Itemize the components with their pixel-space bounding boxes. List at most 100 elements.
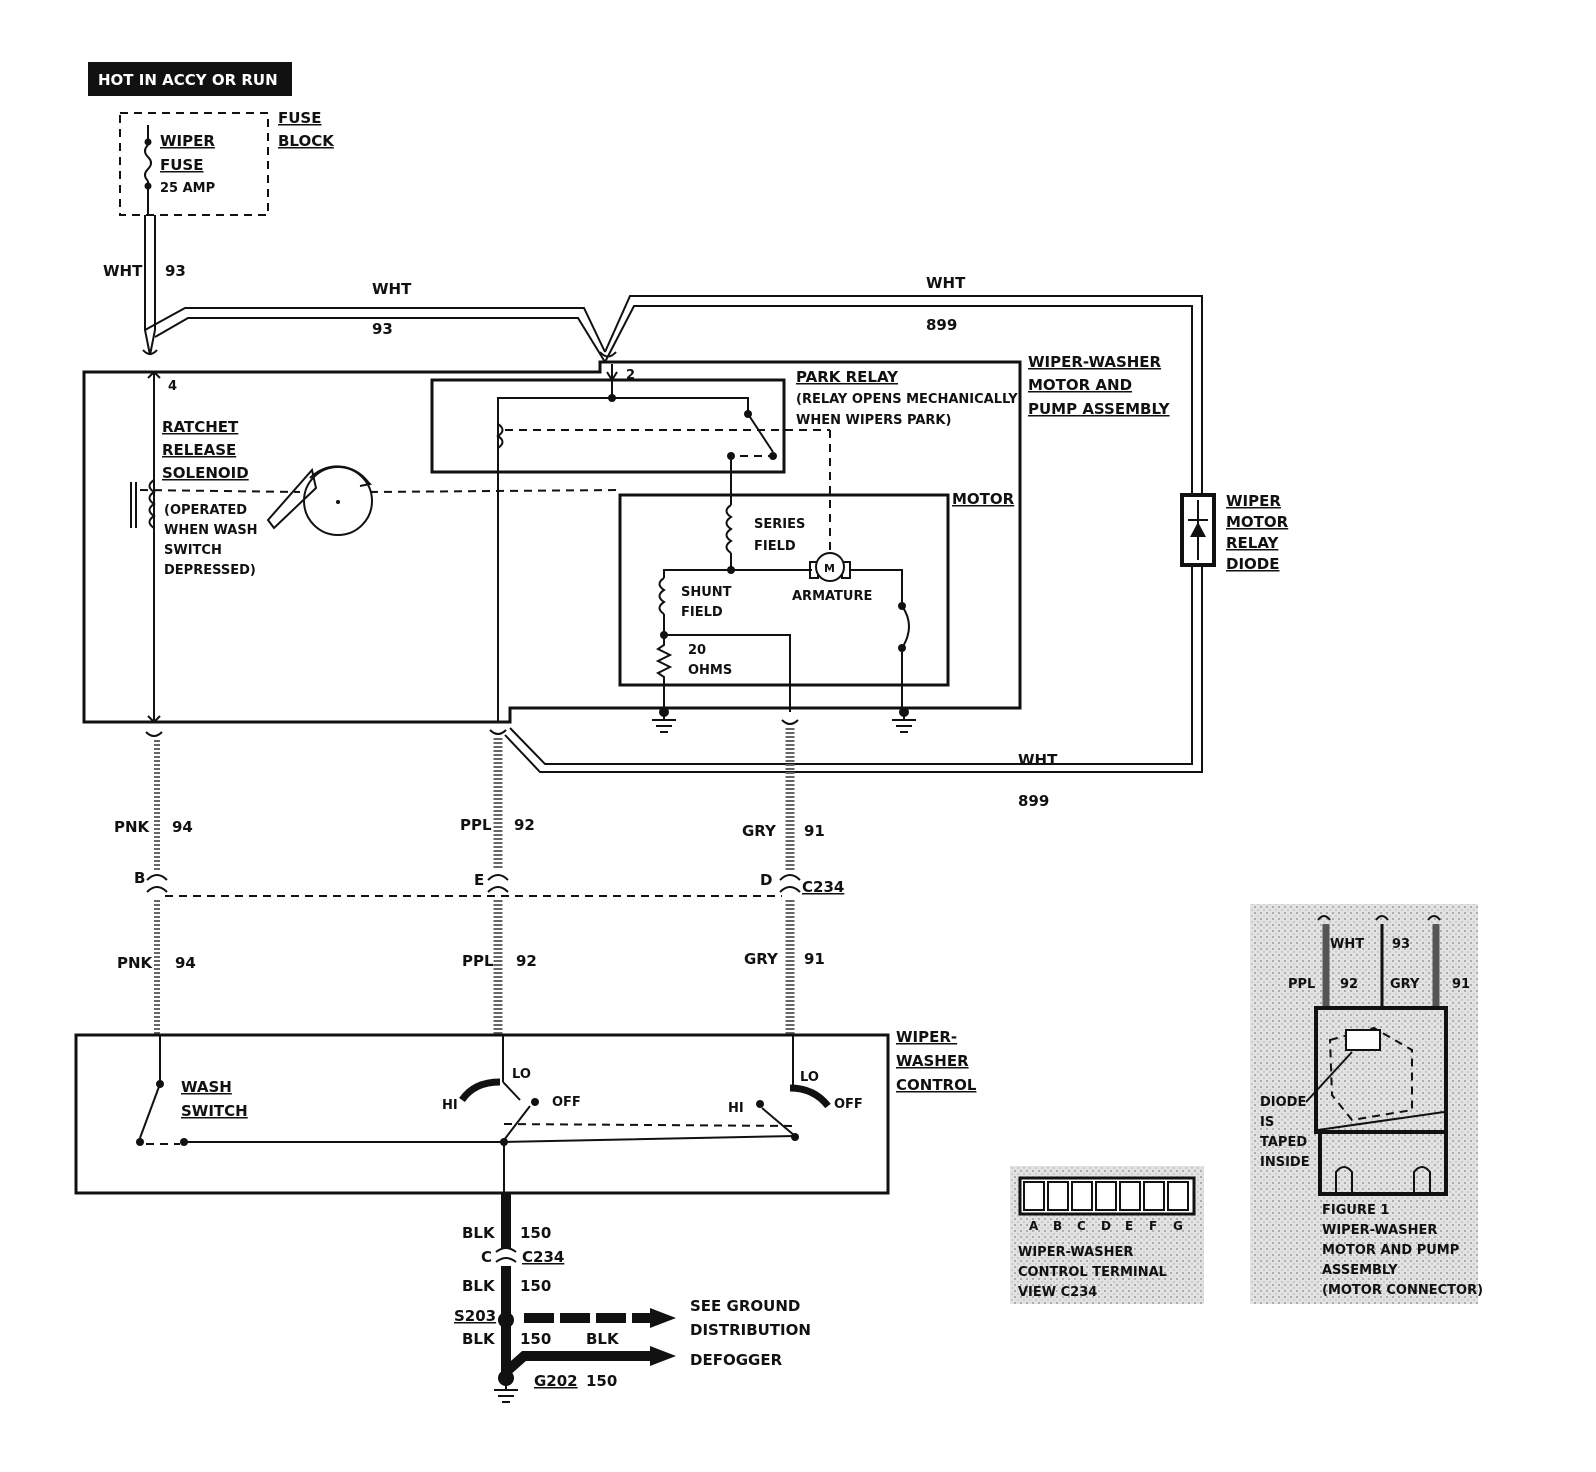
wire-circuit-91-2: 91 bbox=[804, 950, 825, 968]
series-field-1: SERIES bbox=[754, 517, 805, 532]
wire-pnk-94: PNK 94 PNK 94 bbox=[114, 731, 196, 1035]
series-field-coil-icon bbox=[725, 504, 733, 554]
wiper-motor-relay-diode: WIPER MOTOR RELAY DIODE bbox=[1180, 492, 1289, 573]
motor-title: MOTOR bbox=[952, 490, 1015, 508]
connector-pin-4-icon bbox=[142, 349, 158, 355]
wire-circuit-150-2: 150 bbox=[520, 1277, 551, 1295]
pin-2-label: 2 bbox=[626, 368, 635, 383]
wire-color-pnk-1: PNK bbox=[114, 818, 151, 836]
wiper-washer-control: WIPER- WASHER CONTROL WASH SWITCH LO HI … bbox=[74, 1028, 977, 1195]
ratchet-note-4: DEPRESSED) bbox=[164, 563, 256, 578]
diode-label-4: DIODE bbox=[1226, 555, 1279, 573]
wire-color-blk-4: BLK bbox=[586, 1330, 620, 1348]
ratchet-title-1: RATCHET bbox=[162, 418, 239, 436]
defogger-label: DEFOGGER bbox=[690, 1351, 783, 1369]
wiper-left-lo: LO bbox=[512, 1067, 531, 1082]
fig-92: 92 bbox=[1340, 977, 1358, 992]
fuse-block-title-2: BLOCK bbox=[278, 132, 335, 150]
terminal-cell bbox=[1119, 1181, 1141, 1211]
wire-circuit-899-1: 899 bbox=[926, 316, 957, 334]
fig-ppl: PPL bbox=[1288, 977, 1315, 992]
armature-symbol: M bbox=[824, 562, 835, 575]
wiper-left-hi: HI bbox=[442, 1098, 458, 1113]
ratchet-release-solenoid: RATCHET RELEASE SOLENOID (OPERATED WHEN … bbox=[130, 370, 621, 724]
relay-contact-icon bbox=[747, 413, 774, 453]
fig-gry: GRY bbox=[1390, 977, 1420, 992]
fig-93: 93 bbox=[1392, 937, 1410, 952]
shunt-field-1: SHUNT bbox=[681, 585, 732, 600]
fig-caption-5: (MOTOR CONNECTOR) bbox=[1322, 1283, 1483, 1298]
ratchet-note-2: WHEN WASH bbox=[164, 523, 258, 538]
fig-diode-1: DIODE bbox=[1260, 1095, 1306, 1110]
wire-color-blk-1: BLK bbox=[462, 1224, 496, 1242]
resistor-icon bbox=[655, 635, 673, 712]
terminal-cells bbox=[1023, 1181, 1189, 1211]
wire-color-blk-3: BLK bbox=[462, 1330, 496, 1348]
power-label: HOT IN ACCY OR RUN bbox=[88, 62, 292, 96]
connector-name-2: C234 bbox=[522, 1248, 564, 1266]
connector-name: C234 bbox=[802, 878, 844, 896]
shunt-field-coil-icon bbox=[658, 577, 666, 615]
terminal-cell bbox=[1023, 1181, 1045, 1211]
wiper-switch-right: LO HI OFF bbox=[728, 1035, 863, 1137]
connector-pin-d: D bbox=[760, 871, 772, 889]
wire-circuit-150-3: 150 bbox=[520, 1330, 551, 1348]
solenoid-coil-icon bbox=[148, 479, 156, 529]
wash-switch-contact-icon bbox=[139, 1083, 161, 1139]
diode-label-1: WIPER bbox=[1226, 492, 1281, 510]
fuse-block-title-1: FUSE bbox=[278, 109, 321, 127]
wire-circuit-94-1: 94 bbox=[172, 818, 193, 836]
wash-switch-label-1: WASH bbox=[181, 1078, 232, 1096]
fig-91: 91 bbox=[1452, 977, 1470, 992]
wire-wht-93: WHT 93 WHT 93 bbox=[103, 215, 606, 363]
terminal-pin-label: B bbox=[1053, 1219, 1062, 1233]
control-title-3: CONTROL bbox=[896, 1076, 977, 1094]
wire-circuit-92-2: 92 bbox=[516, 952, 537, 970]
wiper-right-lo: LO bbox=[800, 1070, 819, 1085]
terminal-pin-label: G bbox=[1173, 1219, 1183, 1233]
terminal-cell bbox=[1071, 1181, 1093, 1211]
connector-pin-e: E bbox=[474, 871, 484, 889]
series-field-2: FIELD bbox=[754, 539, 796, 554]
wire-circuit-899-2: 899 bbox=[1018, 792, 1049, 810]
armature-label: ARMATURE bbox=[792, 589, 872, 604]
ground-icon bbox=[494, 1384, 518, 1403]
terminal-cell bbox=[1095, 1181, 1117, 1211]
assembly-title-3: PUMP ASSEMBLY bbox=[1028, 400, 1171, 418]
resistor-value-1: 20 bbox=[688, 643, 706, 658]
park-relay-title: PARK RELAY bbox=[796, 368, 899, 386]
wire-circuit-93-2: 93 bbox=[372, 320, 393, 338]
ground-g202: G202 bbox=[534, 1372, 578, 1390]
terminal-caption-2: CONTROL TERMINAL bbox=[1018, 1265, 1167, 1280]
wire-wht-899-top: WHT 899 bbox=[604, 274, 1203, 495]
wire-color-wht-3: WHT bbox=[926, 274, 966, 292]
connector-pin-2-icon bbox=[599, 351, 617, 358]
splice-s203: S203 bbox=[454, 1307, 496, 1325]
see-ground-1: SEE GROUND bbox=[690, 1297, 800, 1315]
resistor-value-2: OHMS bbox=[688, 663, 732, 678]
wire-circuit-150-1: 150 bbox=[520, 1224, 551, 1242]
shunt-field-2: FIELD bbox=[681, 605, 723, 620]
wire-color-gry-2: GRY bbox=[744, 950, 779, 968]
motor-pump-assembly: WIPER-WASHER MOTOR AND PUMP ASSEMBLY 4 2 bbox=[82, 349, 1171, 724]
terminal-cell bbox=[1047, 1181, 1069, 1211]
circuit-breaker-icon bbox=[901, 605, 910, 649]
wash-switch-label-2: SWITCH bbox=[181, 1102, 248, 1120]
fig-diode-3: TAPED bbox=[1260, 1135, 1307, 1150]
wiper-switch-left: LO HI OFF bbox=[442, 1035, 581, 1141]
fig-caption-2: WIPER-WASHER bbox=[1322, 1223, 1437, 1238]
control-title-1: WIPER- bbox=[896, 1028, 957, 1046]
wiper-left-off: OFF bbox=[552, 1095, 581, 1110]
wire-circuit-150-4: 150 bbox=[586, 1372, 617, 1390]
park-relay-note-2: WHEN WIPERS PARK) bbox=[796, 413, 951, 428]
connector-pin-b-icon bbox=[146, 874, 168, 893]
fig-caption-3: MOTOR AND PUMP bbox=[1322, 1243, 1459, 1258]
arrow-left-icon bbox=[650, 1346, 676, 1366]
connector-pin-c-icon bbox=[495, 1247, 517, 1263]
wire-color-ppl-1: PPL bbox=[460, 816, 492, 834]
power-label-text: HOT IN ACCY OR RUN bbox=[98, 71, 278, 89]
connector-pin-e-icon bbox=[487, 874, 509, 893]
